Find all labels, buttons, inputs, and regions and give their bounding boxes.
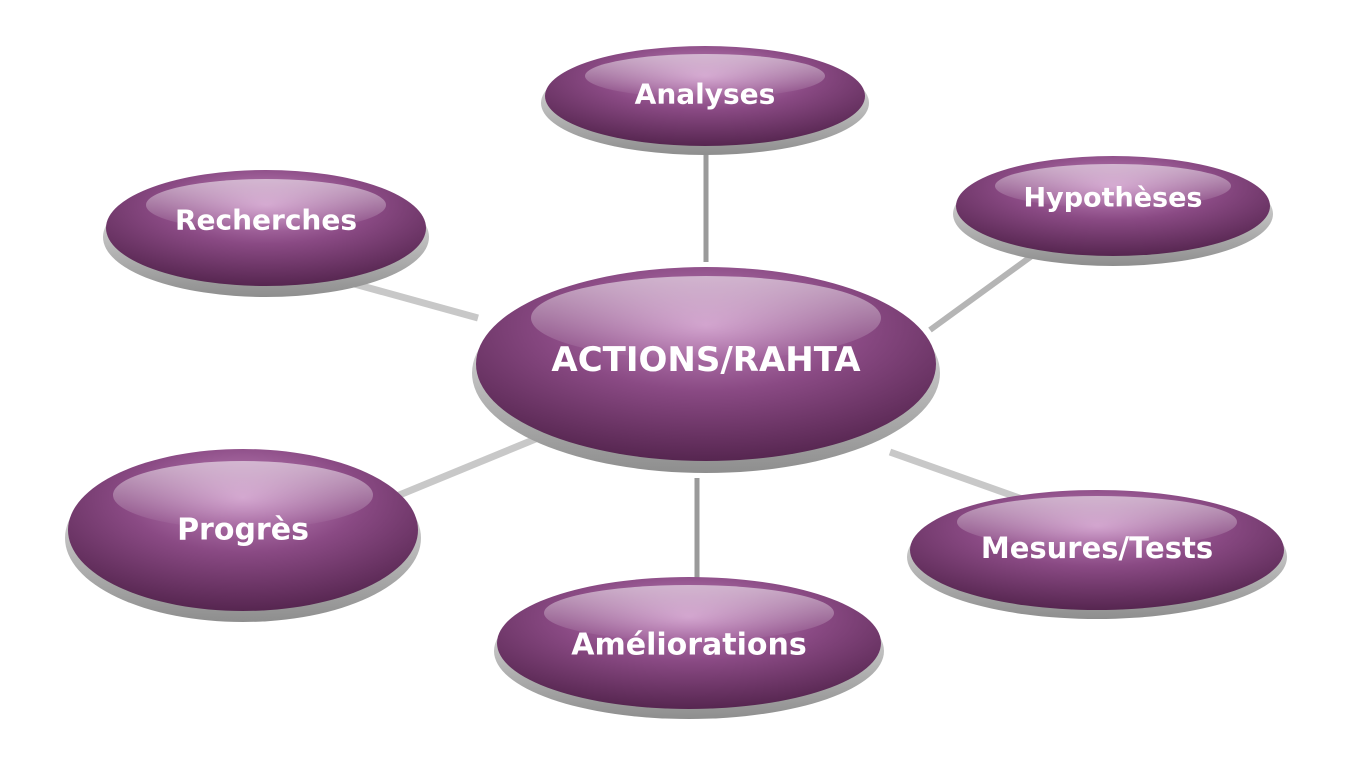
node-label-ameliorations: Améliorations	[571, 628, 807, 663]
node-center[interactable]: ACTIONS/RAHTA	[472, 267, 940, 473]
node-mesures-tests[interactable]: Mesures/Tests	[907, 490, 1287, 619]
node-label-recherches: Recherches	[175, 204, 357, 237]
connector-progres	[373, 434, 540, 509]
node-recherches[interactable]: Recherches	[103, 170, 429, 297]
node-label-mesures-tests: Mesures/Tests	[981, 531, 1213, 565]
connector-mesures-tests	[888, 448, 1027, 504]
node-hypotheses[interactable]: Hypothèses	[953, 156, 1273, 266]
node-label-progres: Progrès	[177, 513, 309, 548]
node-analyses[interactable]: Analyses	[541, 46, 869, 155]
connector-recherches	[339, 276, 479, 322]
center-label: ACTIONS/RAHTA	[551, 340, 861, 380]
node-progres[interactable]: Progrès	[65, 449, 421, 622]
connectors	[339, 148, 1042, 578]
node-label-hypotheses: Hypothèses	[1024, 183, 1203, 214]
node-ameliorations[interactable]: Améliorations	[494, 577, 884, 719]
node-label-analyses: Analyses	[635, 78, 776, 111]
connector-hypotheses	[928, 247, 1042, 333]
